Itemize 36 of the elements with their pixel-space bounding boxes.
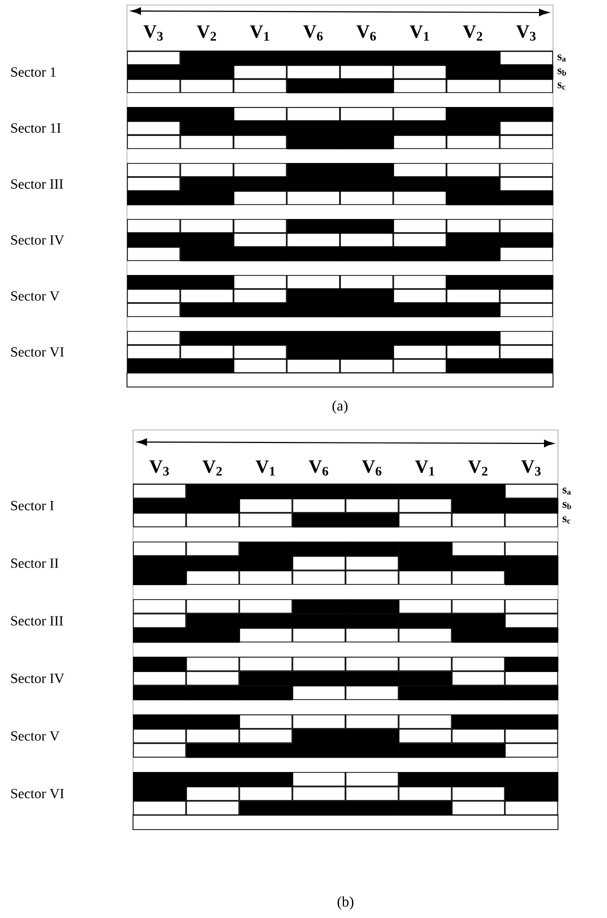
signal-label: s$_{b}$ [558,68,566,76]
vector-label: V$_{1}$ [410,25,429,41]
vector-label: V$_{1}$ [415,460,434,476]
sector-label: Sector I [11,500,54,510]
sector-label: Sector VI [11,788,64,798]
sector-label: Sector II [11,558,58,568]
vector-label: V$_{1}$ [250,25,270,41]
sector-label: Sector III [11,616,64,626]
signal-label: s$_{b}$ [562,502,572,510]
vector-label: V$_{6}$ [308,460,328,476]
vector-label: V$_{6}$ [303,25,323,41]
vector-label: V$_{2}$ [462,25,482,41]
vector-label: V$_{2}$ [468,460,488,476]
vector-label: V$_{3}$ [516,25,536,41]
sector-label: Sector V [11,291,60,301]
vector-label: V$_{1}$ [256,460,275,476]
signal-label: s$_{c}$ [558,82,566,90]
vector-label: V$_{6}$ [356,25,376,41]
sector-label: Sector VI [11,347,64,357]
vector-label: V$_{2}$ [196,25,216,41]
vector-label: V$_{3}$ [143,25,163,41]
vector-label: V$_{3}$ [521,460,541,476]
sector-label: Sector 1I [11,123,61,133]
caption: (a) [332,400,348,414]
sector-label: Sector IV [11,674,64,684]
sector-label: Sector V [11,731,60,741]
sector-label: Sector IV [11,235,64,245]
signal-label: s$_{c}$ [562,516,570,524]
caption: (b) [338,896,354,910]
sector-label: Sector 1 [11,67,56,77]
signal-label: s$_{a}$ [558,54,566,62]
sector-label: Sector III [11,179,64,189]
vector-label: V$_{2}$ [202,460,222,476]
vector-label: V$_{3}$ [149,460,169,476]
vector-label: V$_{6}$ [362,460,382,476]
signal-label: s$_{a}$ [562,488,571,495]
